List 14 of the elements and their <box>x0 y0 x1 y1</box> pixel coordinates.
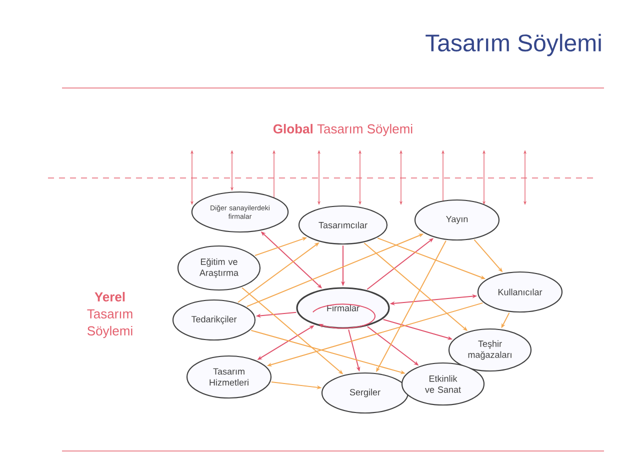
ellipse-node: Firmalar <box>296 287 390 329</box>
ellipse-node: Teşhir mağazaları <box>448 328 532 372</box>
region-label: Global Tasarım Söylemi <box>273 124 412 136</box>
ellipse-node: Kullanıcılar <box>477 271 563 313</box>
ellipse-node: Eğitim ve Araştırma <box>177 245 261 291</box>
region-label: Yerel Tasarım Söylemi <box>87 292 132 338</box>
loop-arrow <box>312 304 376 329</box>
title: Tasarım Söylemi <box>426 34 601 56</box>
ellipse-node: Tedarikçiler <box>172 299 256 341</box>
ellipse-node: Yayın <box>414 199 500 241</box>
ellipse-node: Sergiler <box>321 372 409 414</box>
ellipse-node: Tasarımcılar <box>298 205 388 245</box>
ellipse-node: Tasarım Hizmetleri <box>186 355 272 399</box>
ellipse-node: Etkinlik ve Sanat <box>401 362 485 406</box>
